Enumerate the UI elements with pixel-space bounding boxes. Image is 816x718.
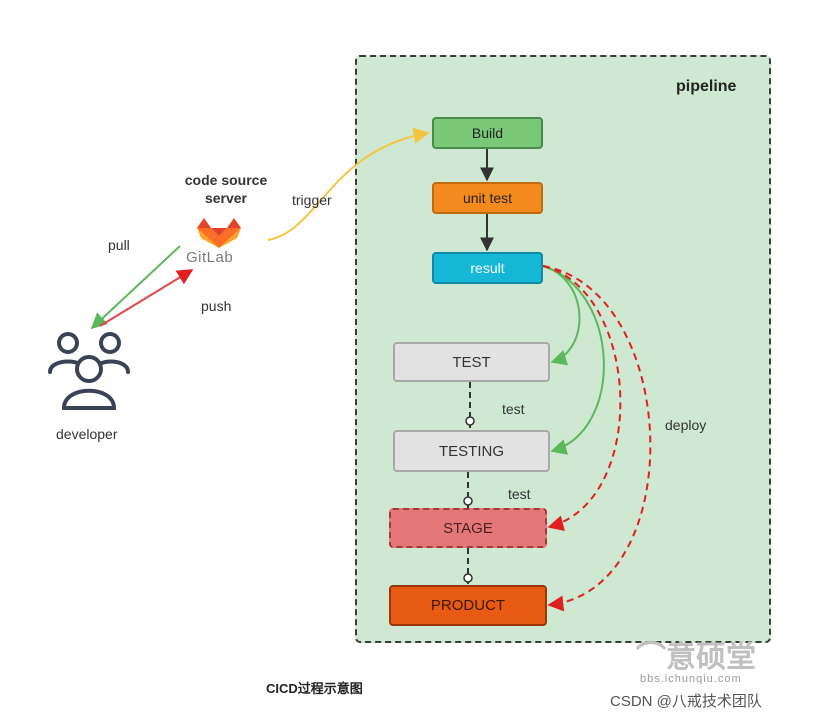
push-edge <box>99 269 194 327</box>
deploy-label: deploy <box>665 417 707 433</box>
diagram-caption: CICD过程示意图 <box>266 681 363 696</box>
pipeline-title: pipeline <box>676 78 737 95</box>
users-group-icon <box>48 332 130 410</box>
developer-label: developer <box>56 426 118 442</box>
pull-edge <box>90 245 181 330</box>
build-node: Build <box>432 117 543 149</box>
test-edge-label-1: test <box>502 401 525 417</box>
code-source-label: code source server <box>184 172 268 206</box>
test-edge-label-2: test <box>508 486 531 502</box>
watermark-logo: ⌒意硕堂 <box>636 641 756 674</box>
trigger-label: trigger <box>292 192 332 208</box>
watermark-csdn: CSDN @八戒技术团队 <box>610 693 762 710</box>
stage-env-node: STAGE <box>389 508 547 548</box>
pull-label: pull <box>108 237 130 253</box>
result-node: result <box>432 252 543 284</box>
unit-test-node: unit test <box>432 182 543 214</box>
gitlab-fox-icon <box>197 218 241 248</box>
test-env-node: TEST <box>393 342 550 382</box>
push-label: push <box>201 298 232 314</box>
watermark-url: bbs.ichunqiu.com <box>640 673 742 685</box>
gitlab-logo-text: GitLab <box>186 249 234 266</box>
product-env-node: PRODUCT <box>389 585 547 626</box>
testing-env-node: TESTING <box>393 430 550 472</box>
